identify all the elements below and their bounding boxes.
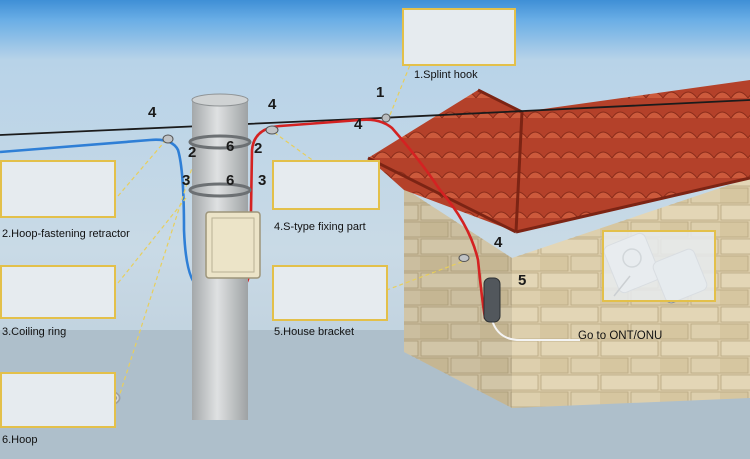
ont-box-callout <box>602 230 716 302</box>
ont-cable <box>491 319 580 341</box>
house-bracket-label: 5.House bracket <box>274 326 355 338</box>
marker-1: 1 <box>376 84 385 101</box>
retractor-hardware <box>162 134 174 144</box>
roof-right <box>478 80 750 232</box>
s-type-label: 4.S-type fixing part <box>274 221 366 233</box>
roof-eave <box>367 156 517 234</box>
marker-6-top: 6 <box>226 138 235 155</box>
marker-6-low: 6 <box>226 172 235 189</box>
pole-hoop-lower <box>188 182 252 198</box>
house-side-shade <box>404 188 512 408</box>
hoop-callout <box>0 372 116 428</box>
house-front-wall <box>404 188 512 408</box>
messenger-wire <box>0 99 750 136</box>
marker-4-wall: 4 <box>494 234 503 251</box>
marker-2-right: 2 <box>254 140 263 157</box>
s-type-hardware-strand <box>265 125 279 135</box>
splint-hook-label: 1.Splint hook <box>414 69 478 81</box>
marker-2-left: 2 <box>188 144 197 161</box>
leader-lines <box>117 59 473 401</box>
wall-terminal-box <box>483 277 501 323</box>
hoop-retractor-callout <box>0 160 116 218</box>
house-bracket-callout <box>272 265 388 321</box>
distribution-box <box>205 211 261 279</box>
marker-5: 5 <box>518 272 527 289</box>
splint-hook-hardware <box>381 113 391 123</box>
splint-hook-callout <box>402 8 516 66</box>
red-cable <box>237 118 491 322</box>
coiling-ring-callout <box>0 265 116 319</box>
roof-left <box>368 90 522 232</box>
ont-label: Go to ONT/ONU <box>578 330 663 342</box>
marker-4-mid: 4 <box>268 96 277 113</box>
hoop-retractor-label: 2.Hoop-fastening retractor <box>2 228 130 240</box>
roof-eave-right <box>515 176 750 234</box>
marker-4-roof: 4 <box>354 116 363 133</box>
pole-top <box>191 93 249 107</box>
s-type-callout <box>272 160 380 210</box>
marker-3-right: 3 <box>258 172 267 189</box>
coiling-ring-label: 3.Coiling ring <box>2 326 67 338</box>
hoop-label: 6.Hoop <box>2 434 38 446</box>
roof-ridge <box>477 88 524 233</box>
marker-3-left: 3 <box>182 172 191 189</box>
pole-hoop-upper <box>188 134 252 150</box>
distribution-box-door <box>211 217 255 273</box>
s-type-hardware-wall <box>458 254 470 262</box>
marker-4-left: 4 <box>148 104 157 121</box>
